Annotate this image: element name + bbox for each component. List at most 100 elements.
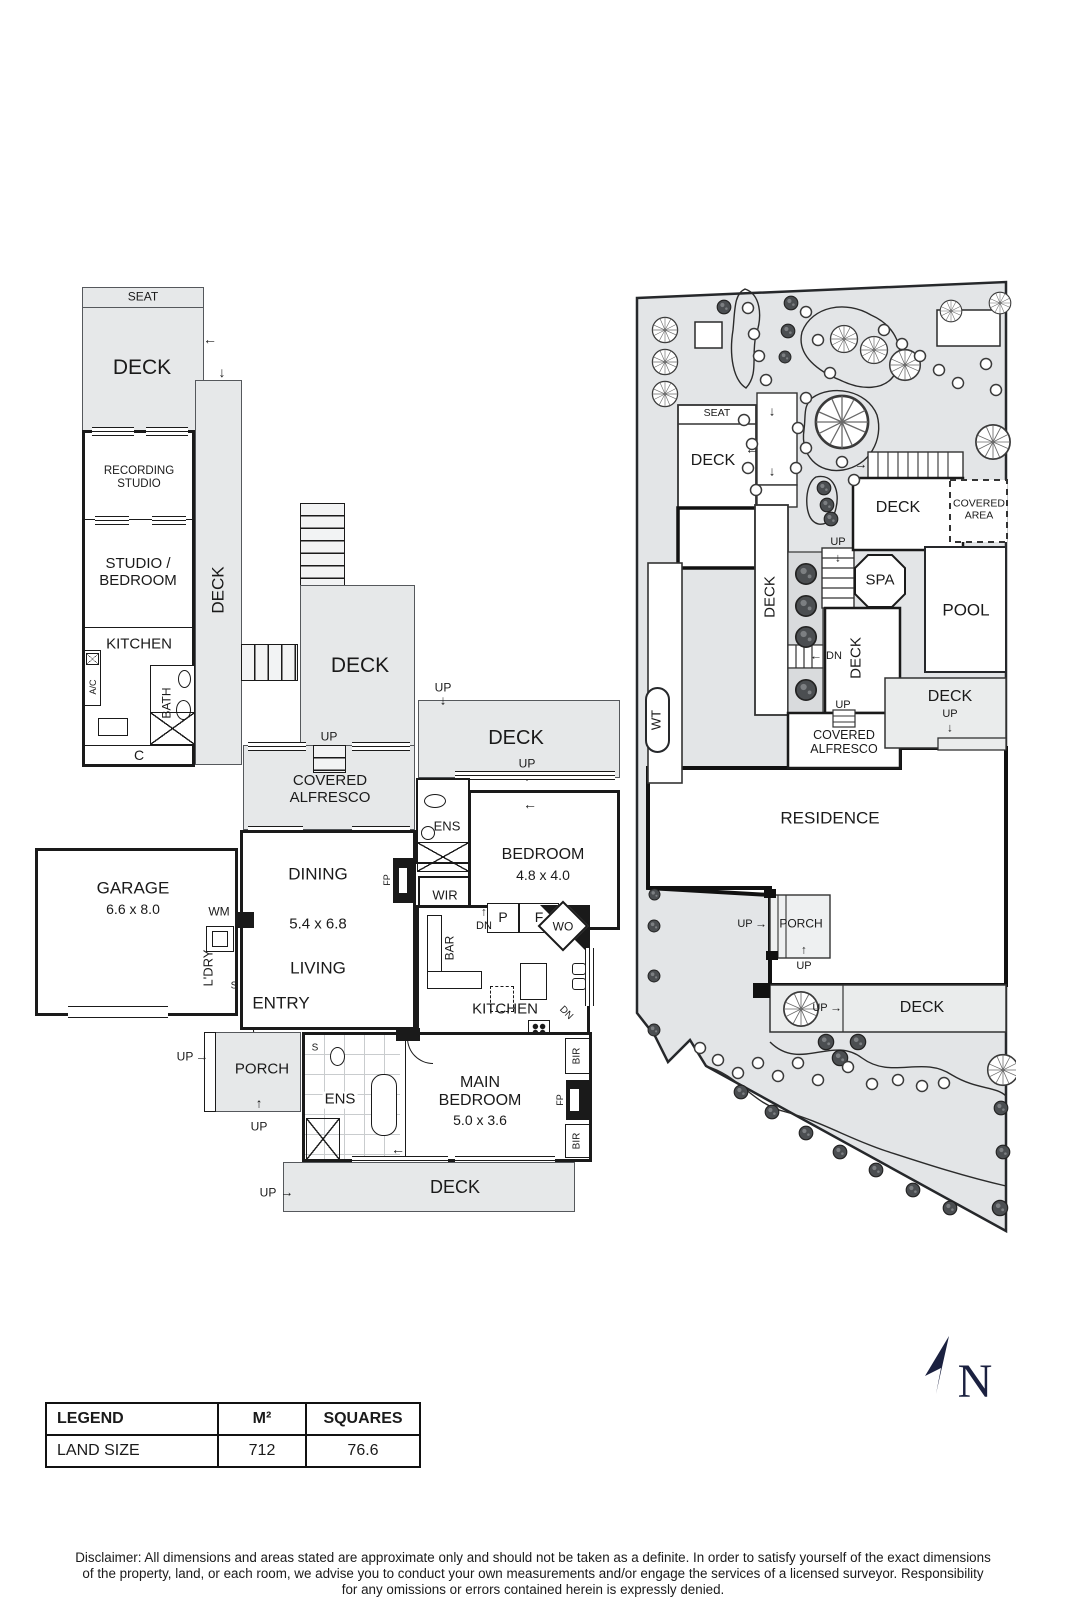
up-label: UP <box>835 698 851 711</box>
shrub-icon <box>647 919 661 933</box>
recording-studio-label: RECORDING STUDIO <box>103 465 175 490</box>
tree-icon <box>651 380 679 408</box>
stairs-left <box>241 644 298 681</box>
deck-bottom-label: DECK <box>429 1176 481 1197</box>
disclaimer-line2: of the property, land, or each room, we … <box>82 1566 984 1581</box>
plant-icon <box>989 383 1003 397</box>
bir-robe <box>565 1038 590 1074</box>
shrub-icon <box>816 480 832 496</box>
window <box>248 742 306 751</box>
garage-door <box>68 1006 168 1018</box>
plant-icon <box>823 366 837 380</box>
spa-label: SPA <box>865 571 895 589</box>
ac-label: A/C <box>87 679 98 695</box>
garage <box>35 848 238 1016</box>
island-bench <box>520 963 547 1000</box>
bedroom-dims: 4.8 x 4.0 <box>516 867 570 884</box>
tree-icon <box>988 291 1012 315</box>
tree-icon <box>859 335 889 365</box>
plant-icon <box>799 441 813 455</box>
shrub-icon <box>832 1144 848 1160</box>
legend-table: LEGEND M² SQUARES LAND SIZE 712 76.6 <box>45 1402 421 1468</box>
ens-label: ENS <box>433 818 461 834</box>
wall <box>84 745 193 746</box>
deck-centre-label: DECK <box>330 654 390 678</box>
shrub-icon <box>648 888 661 901</box>
toilet-icon <box>424 794 446 808</box>
bathtub-icon <box>371 1074 397 1136</box>
covered-area-label: COVERED AREA <box>953 497 1005 521</box>
arrow-down-icon: ↓ <box>768 463 776 479</box>
laundry-tub-inner <box>212 931 228 947</box>
shrub-icon <box>794 562 818 586</box>
deck-house-label: DECK <box>875 499 921 517</box>
window <box>585 948 594 1006</box>
pantry-label: P <box>498 909 508 926</box>
oven-icon <box>572 978 586 990</box>
main-bedroom-dims: 5.0 x 3.6 <box>453 1112 507 1129</box>
arrow-right-icon: → <box>755 916 767 931</box>
shrub-icon <box>823 511 839 527</box>
plant-icon <box>693 1041 707 1055</box>
deck-top-label: DECK <box>112 356 172 380</box>
wall-pier <box>238 912 254 928</box>
wir-label: WIR <box>432 887 458 903</box>
arrow-up-icon: ↑ <box>481 904 487 919</box>
wall <box>405 1034 406 1160</box>
plant-icon <box>932 363 946 377</box>
plant-icon <box>771 1069 785 1083</box>
plant-icon <box>731 1066 745 1080</box>
s-label: S <box>230 980 238 992</box>
kitchen-label: KITCHEN <box>472 1000 538 1018</box>
bench <box>98 718 128 736</box>
m2-header: M² <box>217 1402 307 1436</box>
arrow-right-icon: → <box>280 1184 294 1200</box>
shower-icon <box>306 1118 340 1160</box>
garage-dims: 6.6 x 8.0 <box>106 901 160 918</box>
residence-label: RESIDENCE <box>780 808 880 828</box>
pantry <box>487 903 519 933</box>
seat-strip <box>82 287 204 308</box>
plant-icon <box>747 327 761 341</box>
plant-icon <box>979 357 993 371</box>
bar-label: BAR <box>442 935 457 961</box>
plant-icon <box>937 1076 951 1090</box>
plant-icon <box>752 349 766 363</box>
living-block <box>240 830 416 1030</box>
shrub-icon <box>716 299 732 315</box>
up-label: UP <box>259 1185 277 1200</box>
arrow-right-icon: → <box>195 1048 209 1064</box>
plant-icon <box>811 1073 825 1087</box>
shrub-icon <box>991 1199 1009 1217</box>
plant-icon <box>799 391 813 405</box>
arrow-left-icon: ← <box>810 648 822 663</box>
deck-strip-label: DECK <box>761 576 779 618</box>
squares-header: SQUARES <box>305 1402 421 1436</box>
tree-icon <box>829 324 859 354</box>
legend-header: LEGEND <box>45 1402 219 1436</box>
dining-label: DINING <box>288 864 348 884</box>
deck-strip-label: DECK <box>208 566 228 614</box>
stairs-upper <box>300 503 345 589</box>
garage-label: GARAGE <box>96 878 170 898</box>
shrub-icon <box>794 594 818 618</box>
shrub-icon <box>647 1023 661 1037</box>
arrow-down-icon: ↓ <box>835 550 841 565</box>
shrub-icon <box>783 295 799 311</box>
deck-bedroom <box>418 700 620 778</box>
fireplace-inner <box>399 868 407 893</box>
plant-icon <box>741 301 755 315</box>
land-size-squares: 76.6 <box>305 1434 421 1468</box>
plant-icon <box>791 421 805 435</box>
tree-icon <box>651 316 679 344</box>
ac-hatch <box>86 653 99 665</box>
tree-icon <box>986 1053 1016 1087</box>
arrow-left-icon: ← <box>203 331 217 348</box>
up-label: UP <box>796 959 812 972</box>
deck-site-label: DECK <box>899 999 945 1017</box>
arrow-left-icon: ← <box>523 796 537 813</box>
arrow-right-icon: → <box>830 1000 842 1015</box>
plant-icon <box>791 1056 805 1070</box>
wm-label: WM <box>208 904 230 919</box>
site-plan <box>635 280 1016 1234</box>
